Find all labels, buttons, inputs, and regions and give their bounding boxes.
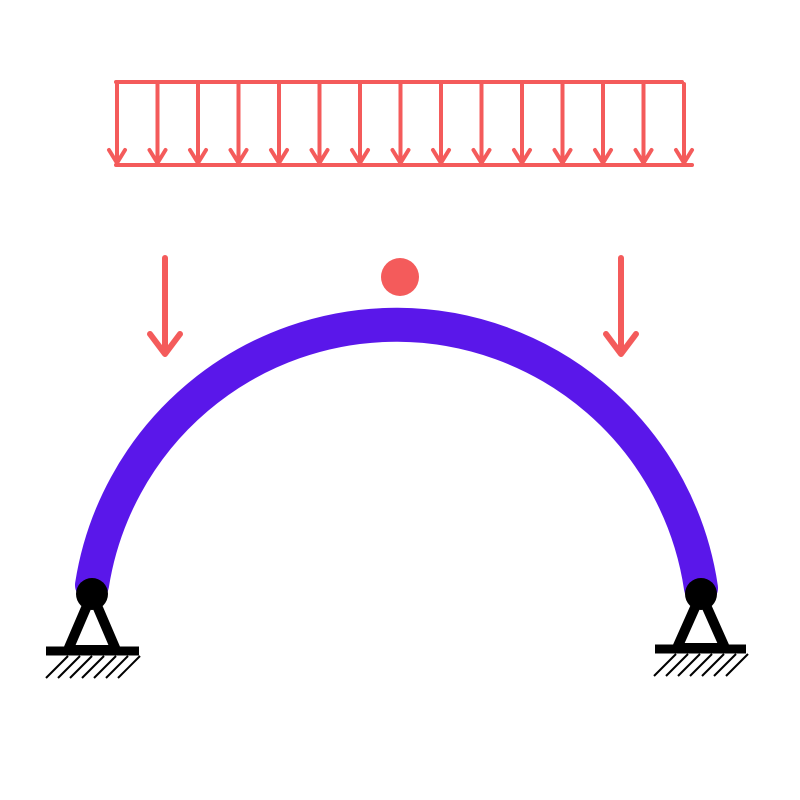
uniform-distributed-load (107, 80, 694, 167)
left-support-hatching (45, 655, 141, 679)
hatch-line (665, 653, 689, 677)
udl-arrow (107, 82, 127, 165)
hatch-line (713, 653, 737, 677)
udl-arrow (471, 82, 492, 165)
crown-hinge (381, 258, 419, 296)
hatch-line (677, 653, 701, 677)
hatch-line (69, 655, 93, 679)
udl-arrow (309, 82, 330, 165)
hatch-line (93, 655, 117, 679)
udl-arrow (431, 82, 451, 165)
right-point-load-arrowhead (603, 331, 639, 357)
right-point-load (603, 255, 639, 357)
udl-arrow (552, 82, 573, 165)
udl-arrow (390, 82, 411, 165)
udl-arrow (147, 82, 168, 165)
udl-arrow (269, 82, 289, 165)
right-pin-support (653, 578, 749, 677)
hatch-line (117, 655, 141, 679)
hatch-line (81, 655, 105, 679)
hatch-line (57, 655, 81, 679)
hatch-line (105, 655, 129, 679)
hatch-line (689, 653, 713, 677)
udl-arrow (228, 82, 249, 165)
left-point-load-arrowhead (147, 331, 183, 357)
udl-arrow (350, 82, 370, 165)
left-pin (76, 578, 108, 610)
udl-arrows (107, 82, 694, 165)
udl-arrow (633, 82, 654, 165)
right-support-hatching (653, 653, 749, 677)
hatch-line (45, 655, 69, 679)
udl-arrow (188, 82, 208, 165)
right-pin (685, 578, 717, 610)
hatch-line (653, 653, 677, 677)
hatch-line (701, 653, 725, 677)
left-point-load (147, 255, 183, 357)
arch-rib (75, 307, 718, 605)
udl-arrow (512, 82, 532, 165)
left-pin-support (45, 578, 141, 679)
udl-arrow (593, 82, 613, 165)
hatch-line (725, 653, 749, 677)
udl-arrow (674, 82, 694, 165)
